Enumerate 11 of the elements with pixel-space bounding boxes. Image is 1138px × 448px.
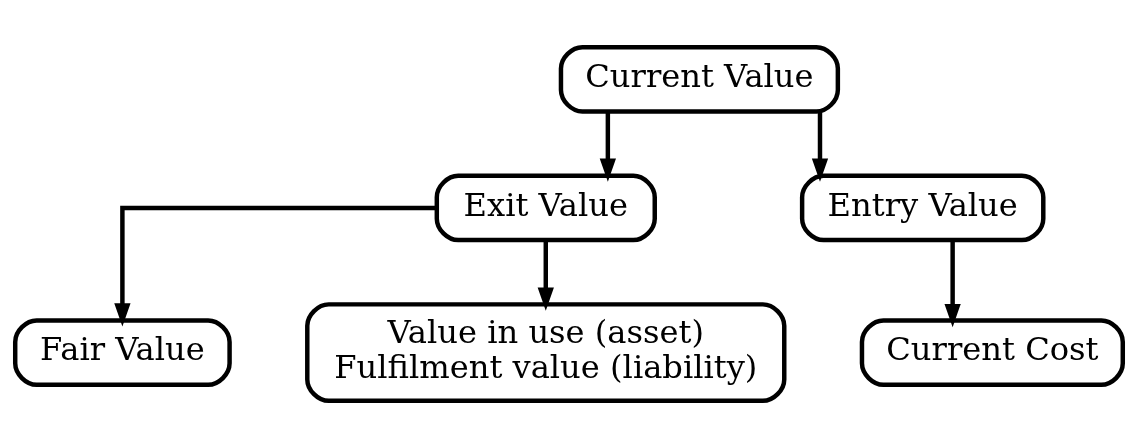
arrow xyxy=(599,111,616,182)
node-box: Exit Value xyxy=(434,173,657,243)
arrow xyxy=(114,205,437,327)
node-box: Current Cost xyxy=(859,318,1126,387)
arrow xyxy=(811,111,829,182)
arrow xyxy=(944,240,961,328)
arrow xyxy=(537,240,554,311)
node-box: Entry Value xyxy=(799,173,1046,243)
node-box: Current Value xyxy=(558,44,841,114)
node-box: Value in use (asset) Fulfilment value (liability) xyxy=(305,302,787,404)
node-box: Fair Value xyxy=(12,318,232,387)
